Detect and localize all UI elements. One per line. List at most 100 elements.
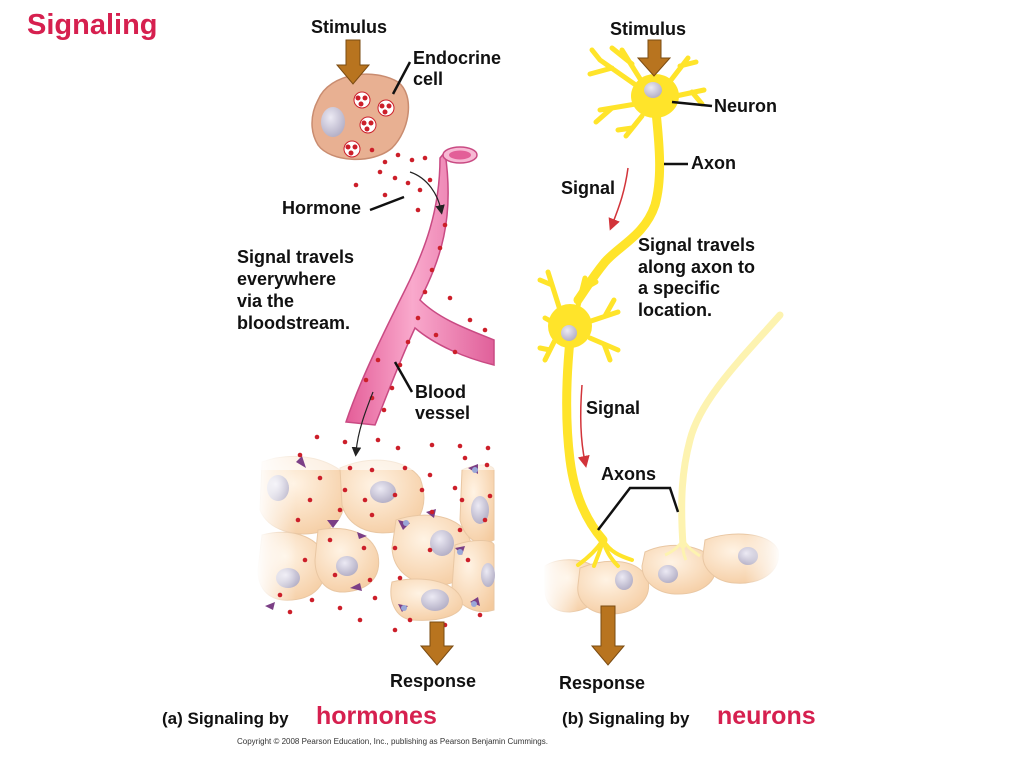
hormone-dot: [477, 612, 483, 618]
response-label-a: Response: [390, 671, 476, 691]
hormone-dot: [487, 493, 493, 499]
hormone-dot: [287, 609, 293, 615]
neuron-1-cell-body: [587, 45, 707, 139]
caption-b-keyword: neurons: [717, 702, 816, 730]
response-label-b: Response: [559, 673, 645, 693]
hormone-dot: [392, 175, 398, 181]
hormone-dot: [485, 445, 491, 451]
hormone-dot: [392, 627, 398, 633]
hormone-dot: [402, 465, 408, 471]
target-cells-b: [543, 525, 781, 620]
hormone-dot: [375, 437, 381, 443]
hormone-dot: [467, 317, 473, 323]
hormone-dot: [382, 159, 388, 165]
hormone-dot: [407, 617, 413, 623]
hormone-leader: [369, 195, 405, 212]
signal-label-bottom: Signal: [586, 398, 640, 418]
hormone-dot: [429, 267, 435, 273]
hormone-dot: [427, 472, 433, 478]
hormone-dot: [337, 605, 343, 611]
hormone-dot: [381, 407, 387, 413]
blood-vessel: [344, 146, 495, 426]
hormone-dot: [405, 339, 411, 345]
target-cell-cluster: [250, 450, 500, 621]
neuron-2-cell-body: [537, 269, 621, 363]
hormone-dot: [309, 597, 315, 603]
hormone-dot: [409, 157, 415, 163]
hormone-dot: [342, 487, 348, 493]
neuron-1-axon: [573, 107, 665, 305]
hormone-dot: [415, 315, 421, 321]
hormone-dot: [419, 487, 425, 493]
hormone-dot: [482, 517, 488, 523]
hormone-dot: [302, 557, 308, 563]
endocrine-cell-label-line2: cell: [413, 69, 443, 89]
hormone-dot: [363, 377, 369, 383]
hormone-dot: [342, 439, 348, 445]
panel-hormones: Stimulus Endocrine cell Hormone Signal t…: [162, 17, 501, 730]
hormone-dot: [429, 442, 435, 448]
hormone-dot: [367, 577, 373, 583]
endocrine-cell-leader: [391, 61, 412, 95]
signal-travels-a-line3: via the: [237, 291, 294, 311]
signal-travels-b-line2: along axon to: [638, 257, 755, 277]
caption-a-keyword: hormones: [316, 702, 437, 730]
hormone-dot: [422, 289, 428, 295]
hormone-dot: [422, 155, 428, 161]
stimulus-arrow-b: [636, 39, 672, 77]
hormone-dot: [277, 592, 283, 598]
hormone-dot: [332, 572, 338, 578]
hormone-dot: [327, 537, 333, 543]
page-title: Signaling: [27, 9, 158, 41]
blood-vessel-label-line2: vessel: [415, 403, 470, 423]
hormone-dot: [362, 497, 368, 503]
hormone-dot: [484, 462, 490, 468]
hormone-dot: [429, 509, 435, 515]
hormone-dot: [427, 177, 433, 183]
hormone-label: Hormone: [282, 198, 361, 218]
hormone-dot: [395, 445, 401, 451]
hormone-dot: [462, 455, 468, 461]
second-axon: [678, 311, 784, 549]
stimulus-label-a: Stimulus: [311, 17, 387, 37]
hormone-dot: [361, 545, 367, 551]
stimulus-arrow-a: [335, 39, 371, 85]
hormone-dot: [392, 545, 398, 551]
response-arrow-b: [590, 605, 626, 666]
caption-a-prefix: (a) Signaling by: [162, 709, 289, 728]
copyright-notice: Copyright © 2008 Pearson Education, Inc.…: [237, 737, 548, 746]
axons-label: Axons: [601, 464, 656, 484]
hormone-dot: [337, 507, 343, 513]
hormone-dot: [357, 617, 363, 623]
hormone-dot: [482, 327, 488, 333]
panel-neurons: Stimulus Neuron Axon Signal Signal trave…: [537, 19, 816, 730]
neuron-2-terminals: [576, 538, 634, 568]
signal-travels-b-line4: location.: [638, 300, 712, 320]
stimulus-label-b: Stimulus: [610, 19, 686, 39]
signal-arrow-bottom: [577, 384, 590, 468]
hormone-dot: [307, 497, 313, 503]
hormone-dot: [347, 465, 353, 471]
neuron-label: Neuron: [714, 96, 777, 116]
blood-vessel-label-line1: Blood: [415, 382, 466, 402]
hormone-dot: [433, 332, 439, 338]
hormone-dot: [437, 245, 443, 251]
hormone-dot: [389, 385, 395, 391]
neuron-leader: [671, 100, 713, 108]
second-axon-terminals: [664, 539, 701, 561]
caption-b-prefix: (b) Signaling by: [562, 709, 690, 728]
signal-travels-b-line1: Signal travels: [638, 235, 755, 255]
neuron-2-axon: [562, 335, 608, 545]
axon-label: Axon: [691, 153, 736, 173]
axons-leader: [597, 486, 680, 531]
hormone-dot: [395, 152, 401, 158]
hormone-dot: [369, 467, 375, 473]
signal-travels-a-line4: bloodstream.: [237, 313, 350, 333]
blood-vessel-leader: [393, 361, 414, 393]
hormone-dot: [397, 575, 403, 581]
hormone-dot: [452, 485, 458, 491]
hormone-dot: [465, 557, 471, 563]
hormone-dot: [447, 295, 453, 301]
hormone-dot: [415, 207, 421, 213]
